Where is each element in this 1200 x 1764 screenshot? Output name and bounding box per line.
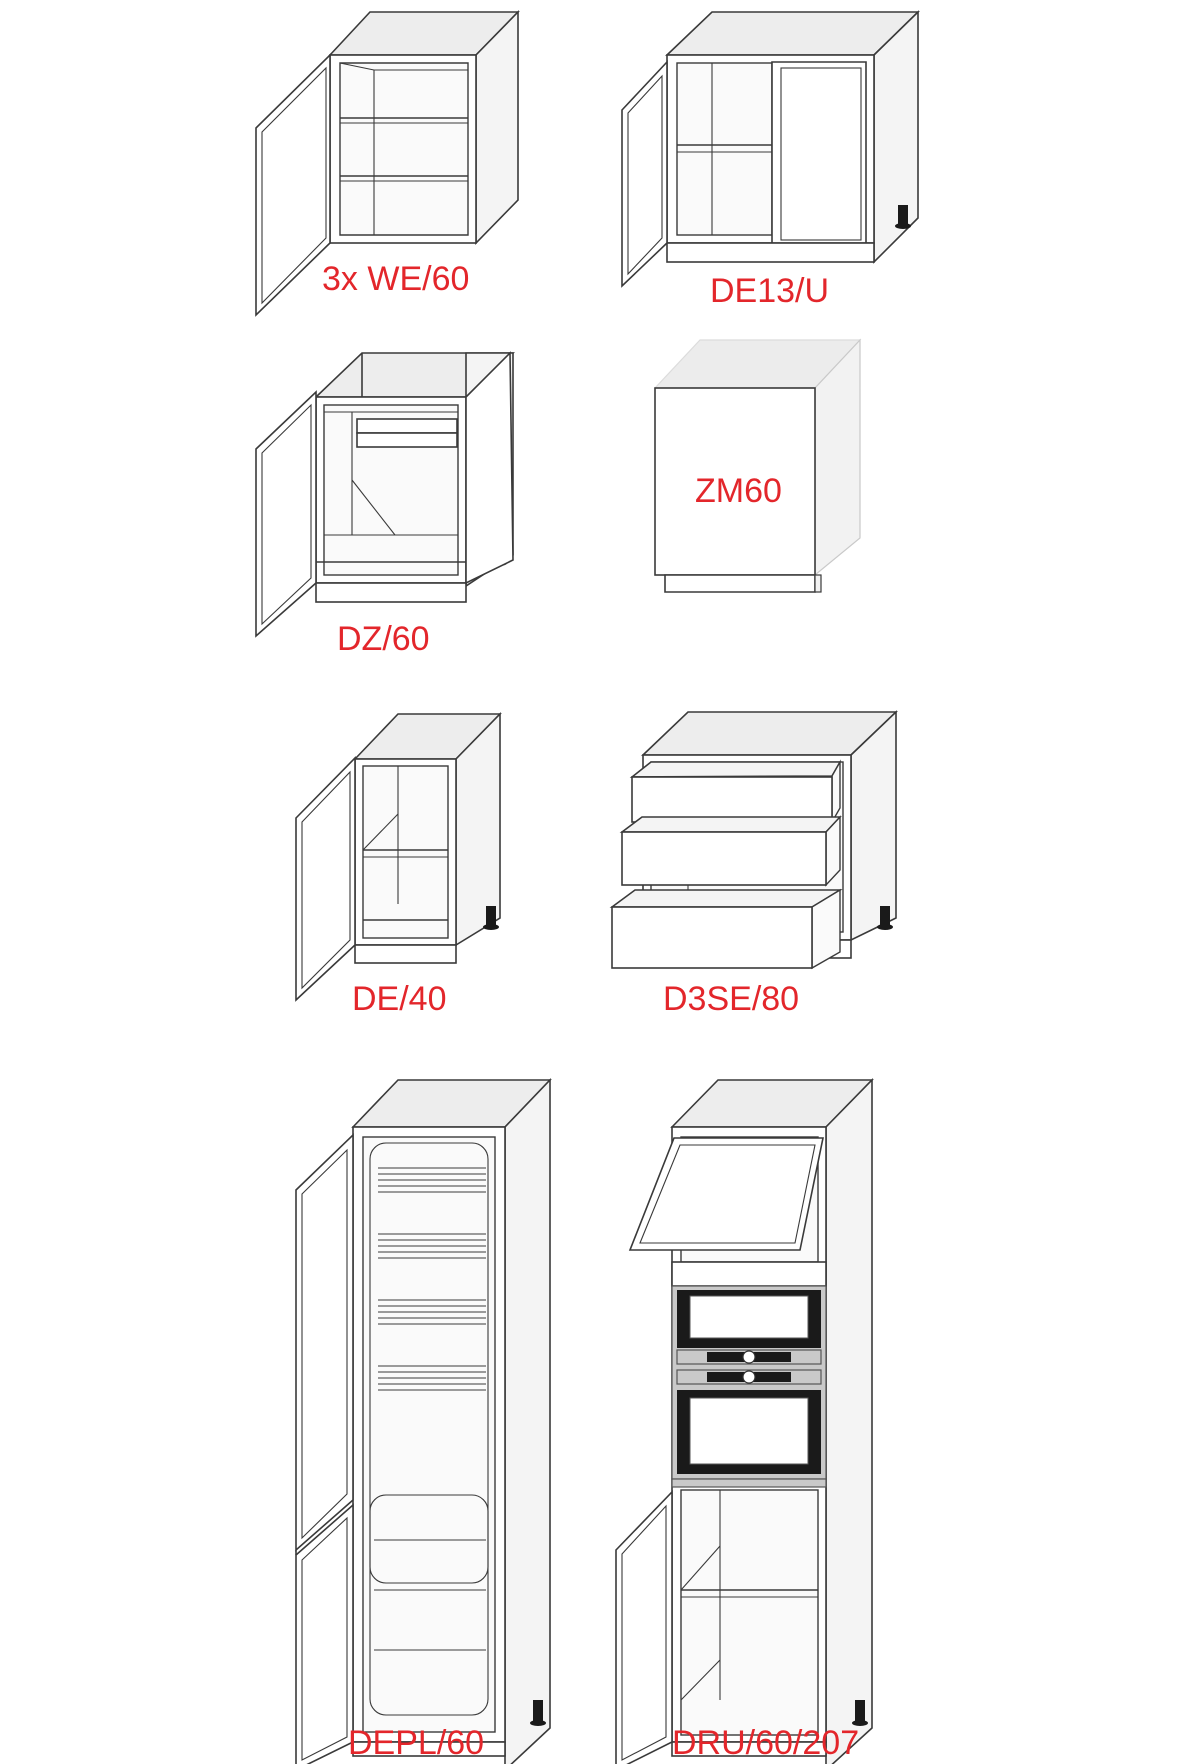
cabinet-de13u (621, 10, 920, 288)
cabinet-d3se80 (609, 710, 898, 970)
cabinet-de40 (295, 712, 502, 1002)
cabinet-label-dz60: DZ/60 (337, 620, 430, 658)
cabinet-we60 (255, 10, 520, 317)
cabinet-label-de40: DE/40 (352, 980, 447, 1018)
cabinet-label-dru60207: DRU/60/207 (672, 1724, 860, 1762)
cabinet-label-de13u: DE13/U (710, 272, 830, 310)
cabinet-label-we60: 3x WE/60 (322, 260, 470, 298)
cabinet-label-depl60: DEPL/60 (348, 1724, 485, 1762)
cabinet-label-zm60: ZM60 (695, 472, 782, 510)
cabinet-dz60 (255, 351, 516, 638)
cabinet-zm60 (653, 338, 862, 593)
cabinet-dru60207 (615, 1078, 874, 1764)
cabinet-label-d3se80: D3SE/80 (663, 980, 800, 1018)
cabinet-depl60 (295, 1078, 552, 1764)
